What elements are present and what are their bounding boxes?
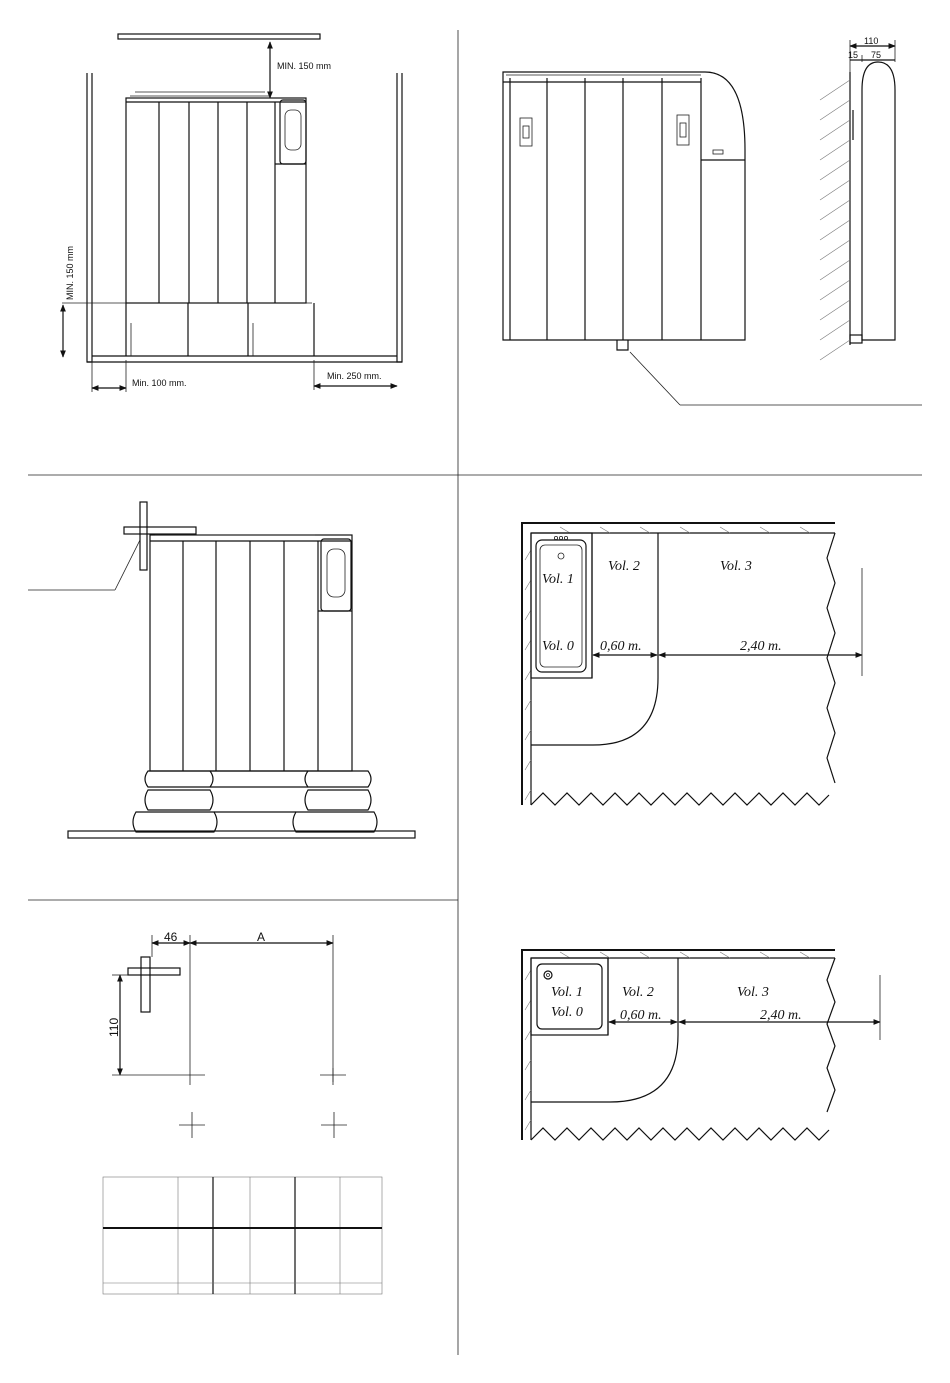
shower-vol-3: Vol. 3 xyxy=(737,985,769,1000)
shower-vol-0: Vol. 0 xyxy=(551,1005,583,1020)
pipe-bundles xyxy=(133,771,377,832)
depth-body-label: 75 xyxy=(871,50,881,60)
right-clearance-label: Min. 250 mm. xyxy=(327,371,382,381)
shower-vol-1: Vol. 1 xyxy=(551,985,583,1000)
radiator-side-detail: 110 15 75 xyxy=(820,36,895,360)
bracket-offset-label: 46 xyxy=(164,930,178,944)
shower-zones-panel: Vol. 1 Vol. 0 Vol. 2 Vol. 3 0,60 m. 2,40… xyxy=(522,950,880,1140)
tile-grid xyxy=(103,1177,382,1294)
panel-dividers xyxy=(28,30,922,1355)
bath-zones-panel: Vol. 1 Vol. 0 Vol. 2 Vol. 3 0,60 m. 2,40… xyxy=(522,523,862,805)
bracket-spacing-label: A xyxy=(257,930,265,944)
floor-clearance-label: MIN. 150 mm xyxy=(65,246,75,300)
radiator-bracket-view xyxy=(150,535,352,771)
radiator-front xyxy=(126,92,314,356)
shower-dist-vol2: 0,60 m. xyxy=(620,1008,662,1023)
top-clearance-label: MIN. 150 mm xyxy=(277,61,331,71)
bath-dist-vol2: 0,60 m. xyxy=(600,639,642,654)
bracket-height-label: 110 xyxy=(107,1018,121,1037)
left-clearance-label: Min. 100 mm. xyxy=(132,378,187,388)
shower-dist-vol3: 2,40 m. xyxy=(760,1008,802,1023)
bath-dist-vol3: 2,40 m. xyxy=(740,639,782,654)
bracket-layout-panel: 46 A 110 xyxy=(103,930,382,1294)
shower-vol-2: Vol. 2 xyxy=(622,985,654,1000)
depth-total-label: 110 xyxy=(864,36,878,46)
clearance-panel: MIN. 150 mm MIN. 150 mm Min. 100 mm. Min… xyxy=(62,34,402,392)
bath-vol-0: Vol. 0 xyxy=(542,639,574,654)
bracket-install-panel xyxy=(28,502,415,838)
depth-offset-label: 15 xyxy=(848,50,858,60)
bath-vol-3: Vol. 3 xyxy=(720,559,752,574)
bathtub xyxy=(531,533,592,678)
bath-vol-2: Vol. 2 xyxy=(608,559,640,574)
front-side-views-panel: 110 15 75 xyxy=(503,36,922,405)
radiator-front-detail xyxy=(503,72,922,405)
bath-vol-1: Vol. 1 xyxy=(542,572,574,587)
